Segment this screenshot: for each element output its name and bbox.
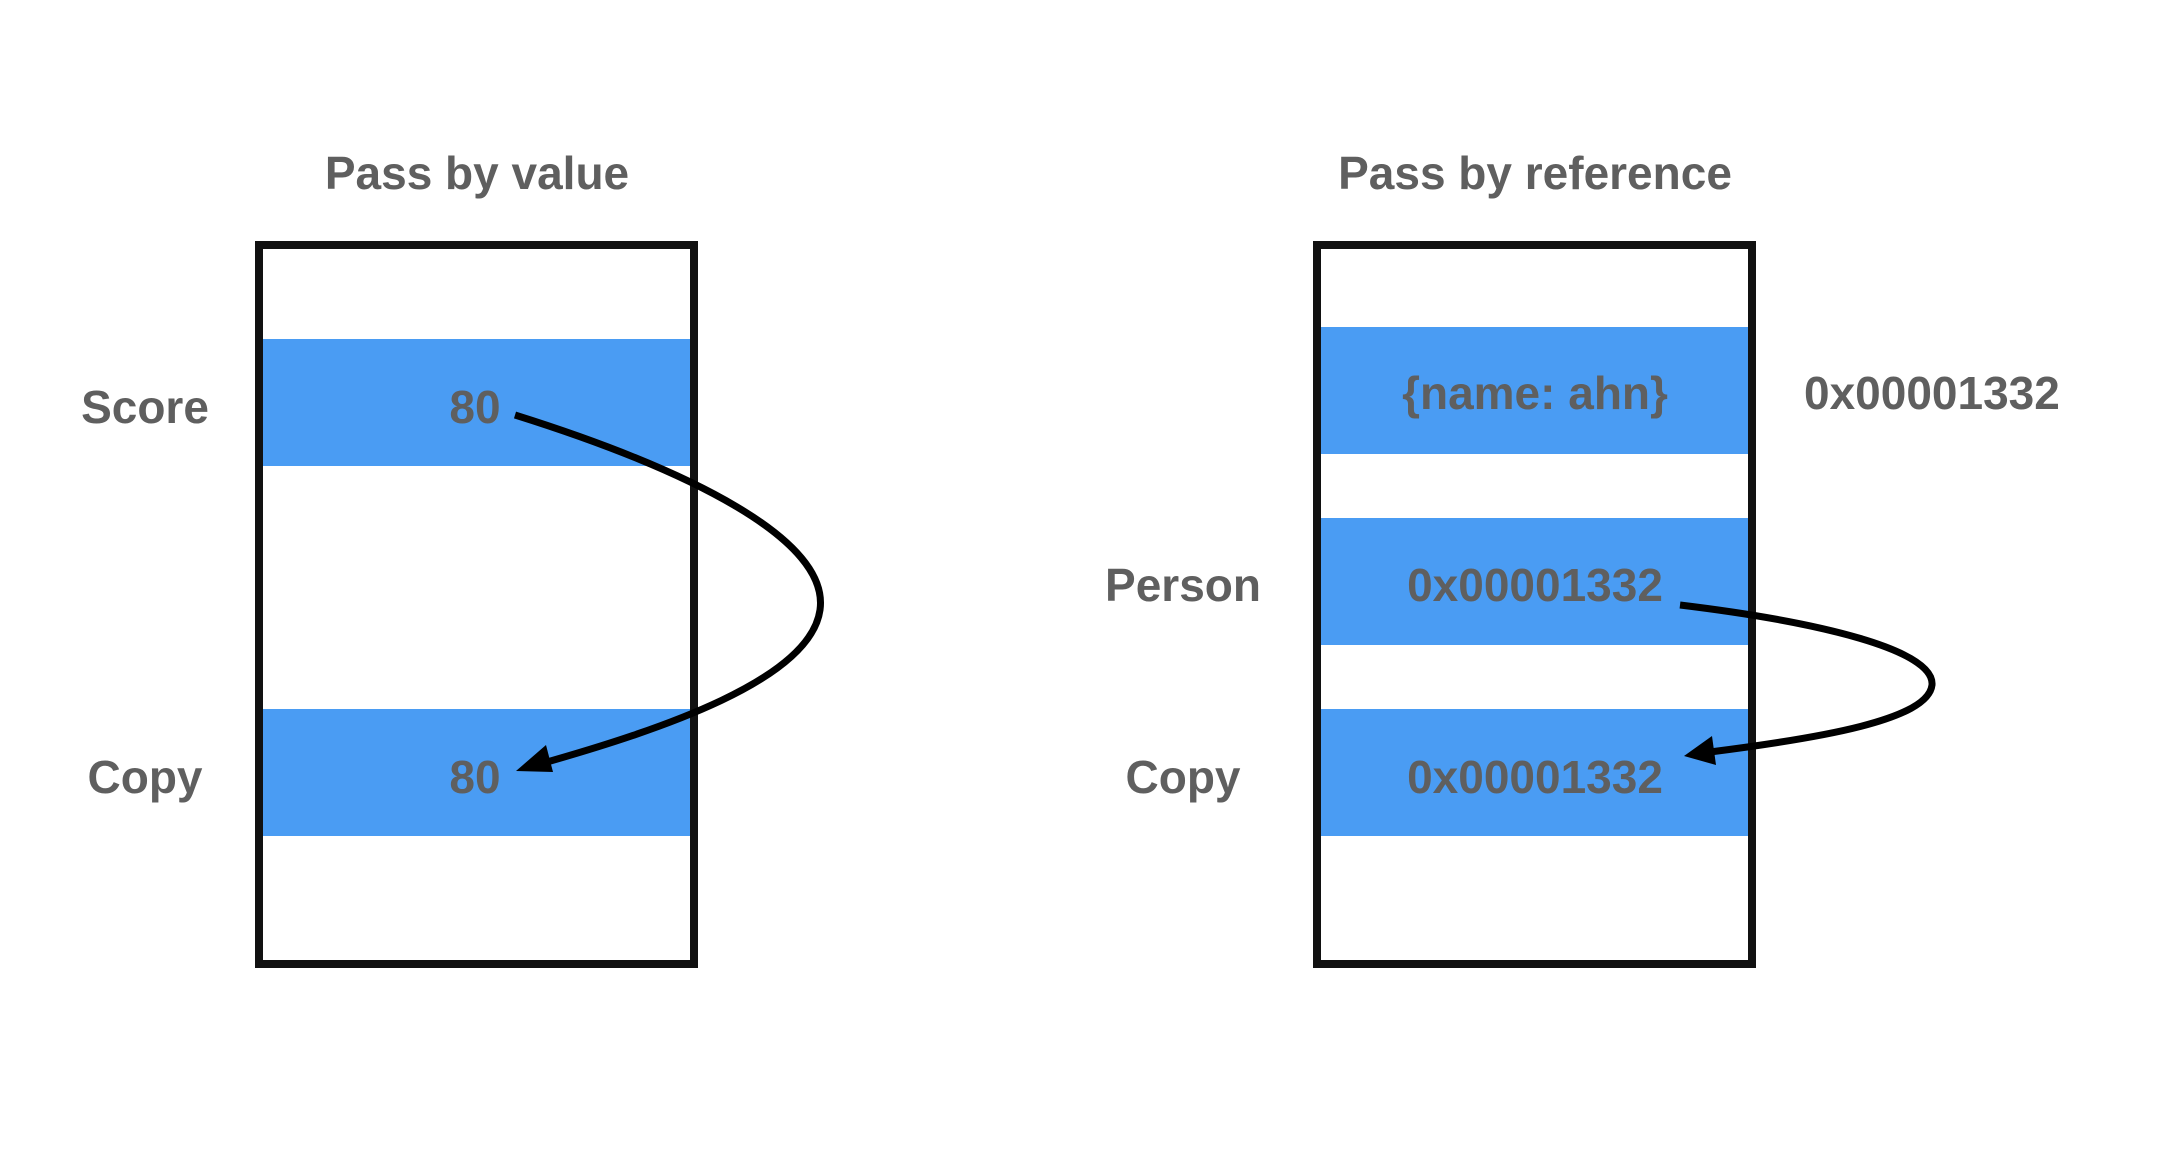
pass-by-reference-title: Pass by reference — [1338, 147, 1732, 199]
copy-value-left: 80 — [449, 751, 501, 803]
reference-copy-arrow — [1679, 601, 1936, 756]
object-address-label: 0x00001332 — [1804, 367, 2060, 419]
copy-value-right: 0x00001332 — [1407, 751, 1663, 803]
person-value: 0x00001332 — [1407, 559, 1663, 611]
copy-label-left: Copy — [87, 751, 203, 803]
value-copy-arrowhead — [516, 745, 553, 772]
copy-label-right: Copy — [1125, 751, 1241, 803]
score-label: Score — [81, 381, 209, 433]
person-label: Person — [1105, 559, 1261, 611]
reference-copy-arrowhead — [1684, 736, 1716, 765]
copy-cell — [263, 709, 690, 836]
score-cell — [263, 339, 690, 466]
object-value: {name: ahn} — [1402, 367, 1668, 419]
score-value: 80 — [449, 381, 501, 433]
value-copy-arrow — [513, 411, 824, 768]
pass-by-value-title: Pass by value — [324, 147, 630, 199]
person-cell — [1321, 518, 1748, 645]
object-cell — [1321, 327, 1748, 454]
copy-cell-right — [1321, 709, 1748, 836]
